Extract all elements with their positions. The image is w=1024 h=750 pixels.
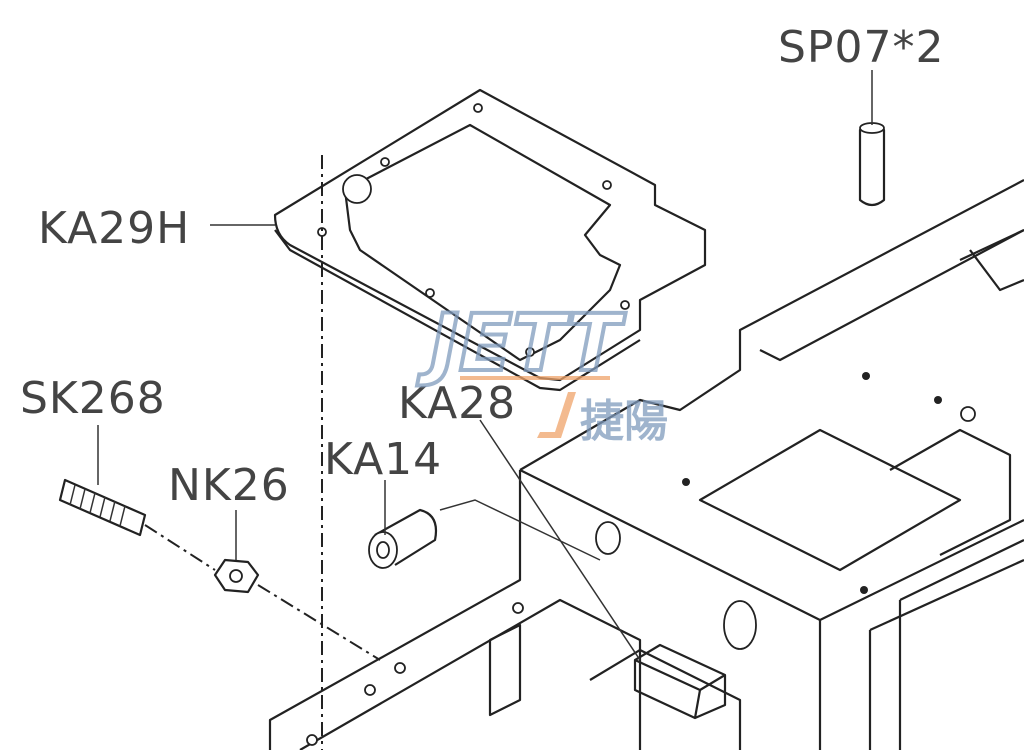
label-ka14: KA14 xyxy=(324,434,442,485)
label-sp07: SP07*2 xyxy=(778,22,944,73)
machine-base xyxy=(268,179,1024,750)
label-nk26: NK26 xyxy=(168,460,290,511)
label-ka28: KA28 xyxy=(398,378,516,429)
gasket-plate xyxy=(273,88,707,392)
nut-part xyxy=(213,558,260,594)
leader-lines xyxy=(97,70,873,750)
label-ka29h: KA29H xyxy=(38,203,190,254)
label-sk268: SK268 xyxy=(20,373,166,424)
watermark-logo: JETT 捷陽 xyxy=(415,297,668,447)
watermark-latin: JETT xyxy=(417,299,626,389)
watermark-chinese: 捷陽 xyxy=(580,396,668,447)
felt-part xyxy=(633,643,727,720)
bushing-part xyxy=(368,508,438,569)
pin-part xyxy=(858,122,886,207)
screw-part xyxy=(58,478,147,537)
